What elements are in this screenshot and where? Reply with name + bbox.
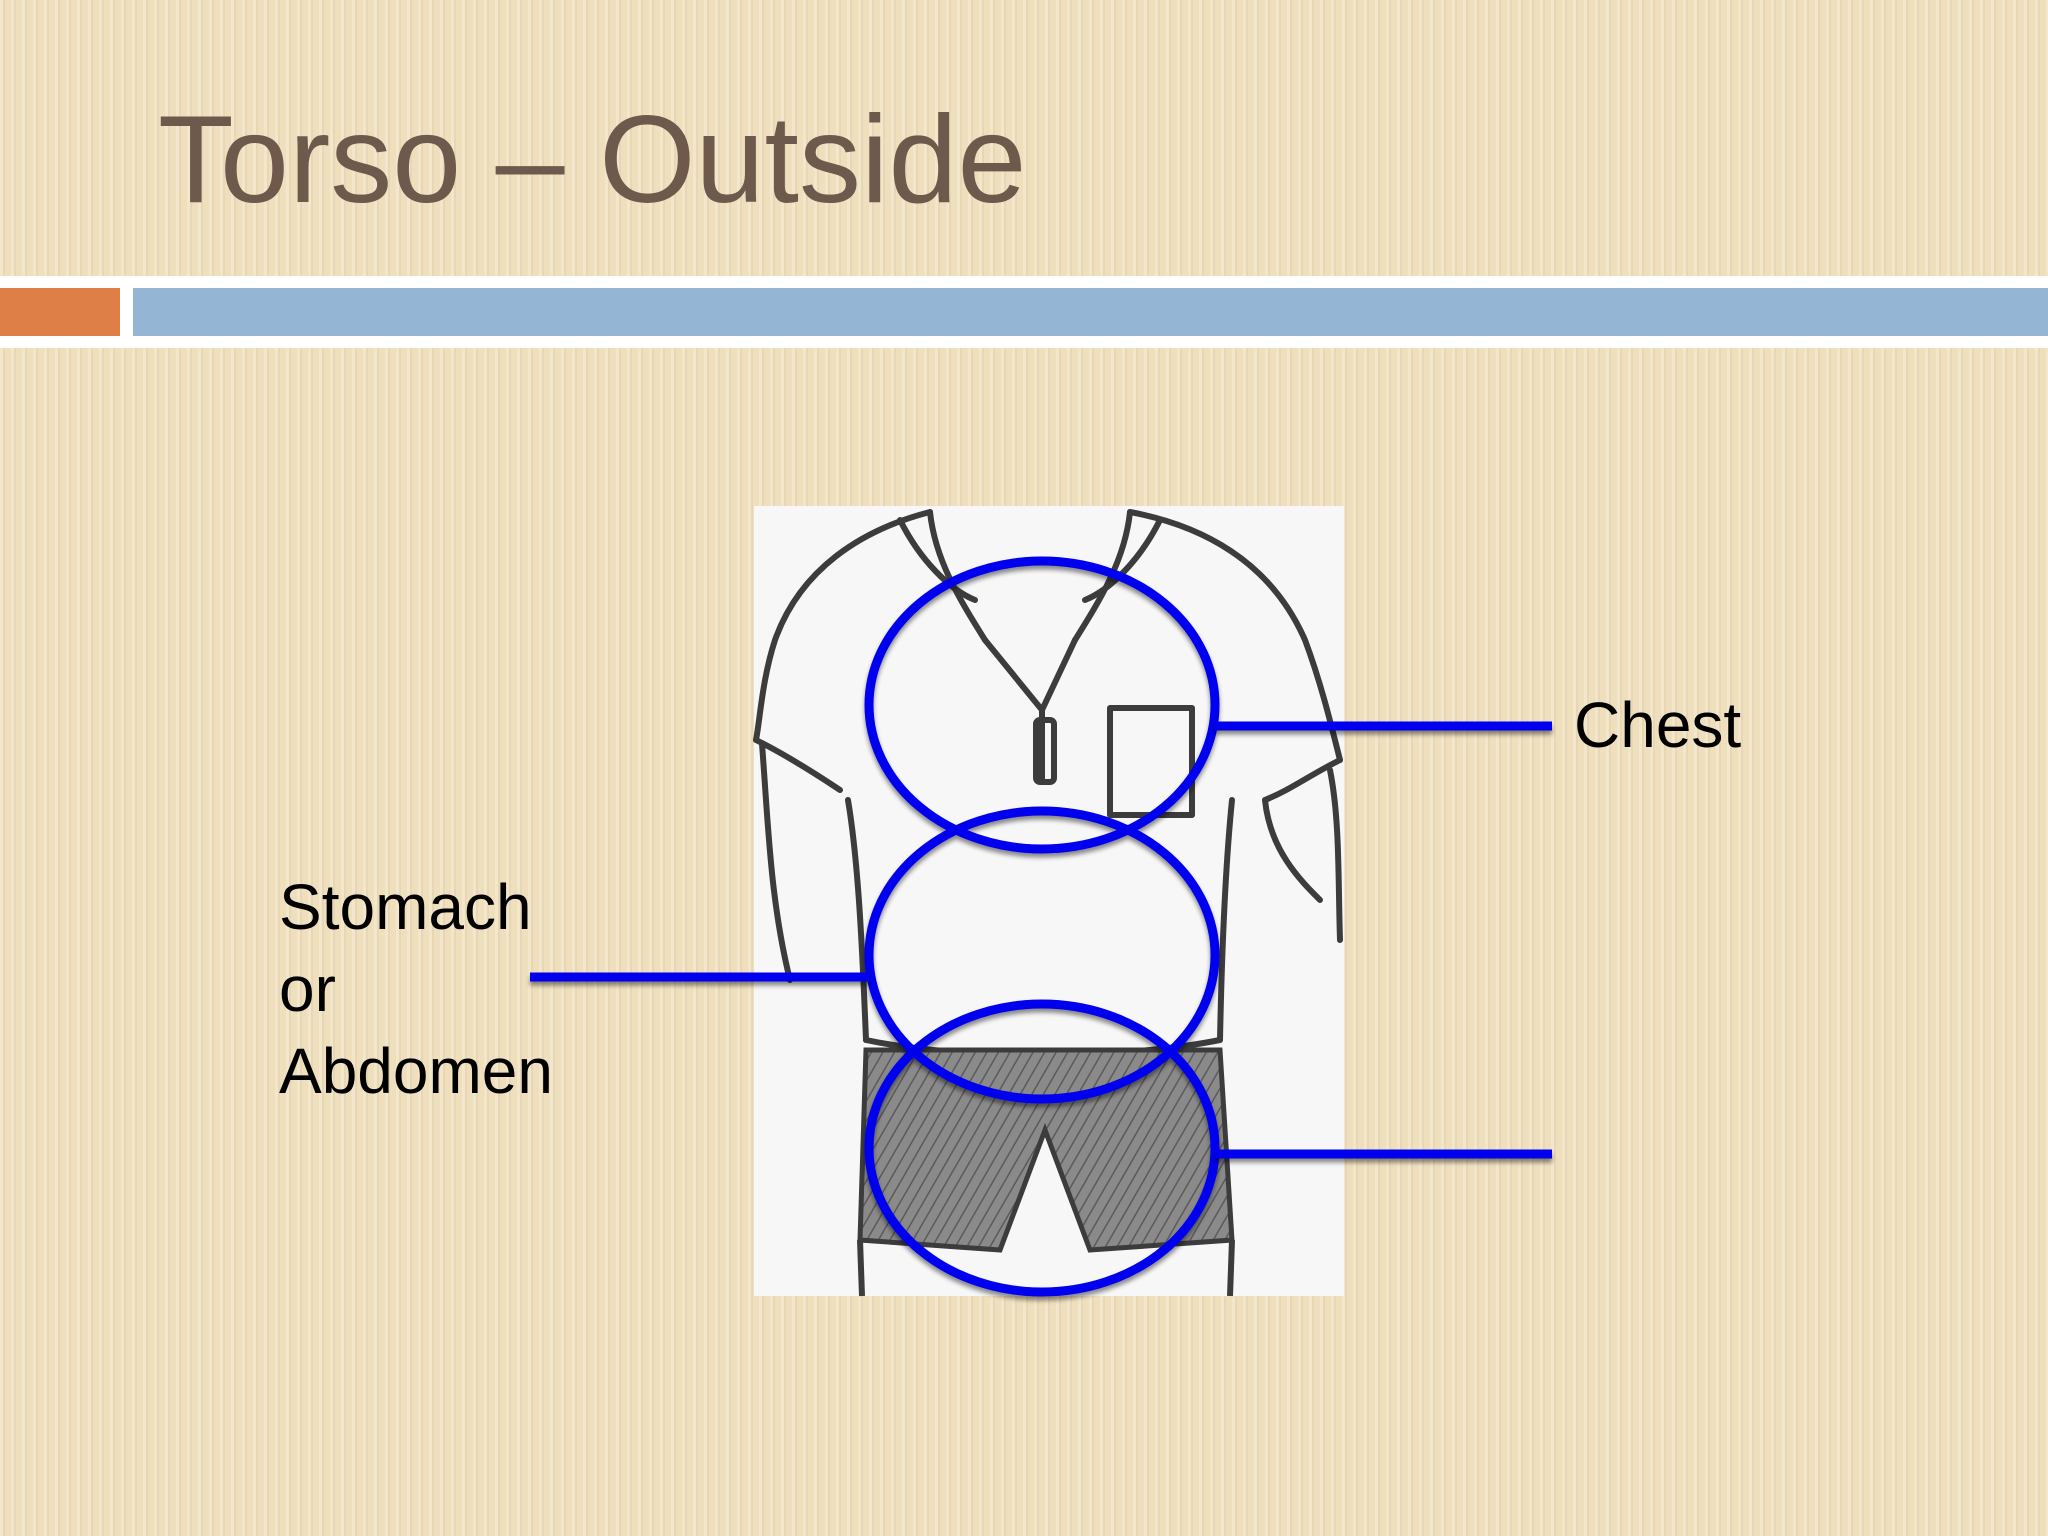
leader-lines	[530, 721, 1552, 1159]
region-markers	[864, 556, 1220, 1297]
stomach-region-ellipse	[864, 806, 1220, 1104]
stomach-label-line-3: Abdomen	[279, 1035, 553, 1107]
pelvis-region-ellipse	[864, 999, 1220, 1297]
stomach-label-line-2: or	[279, 953, 336, 1025]
figure-background	[754, 506, 1344, 1296]
accent-bar-orange	[0, 288, 120, 336]
stomach-label-line-1: Stomach	[279, 871, 532, 943]
slide-title: Torso – Outside	[158, 91, 1027, 229]
accent-bar-blue	[133, 288, 2048, 336]
chest-region-ellipse	[864, 556, 1220, 854]
chest-label: Chest	[1574, 689, 1742, 761]
shorts-illustration	[857, 1047, 1235, 1253]
stomach-label: Stomach or Abdomen	[279, 866, 553, 1112]
figure-illustration	[753, 506, 1344, 1297]
